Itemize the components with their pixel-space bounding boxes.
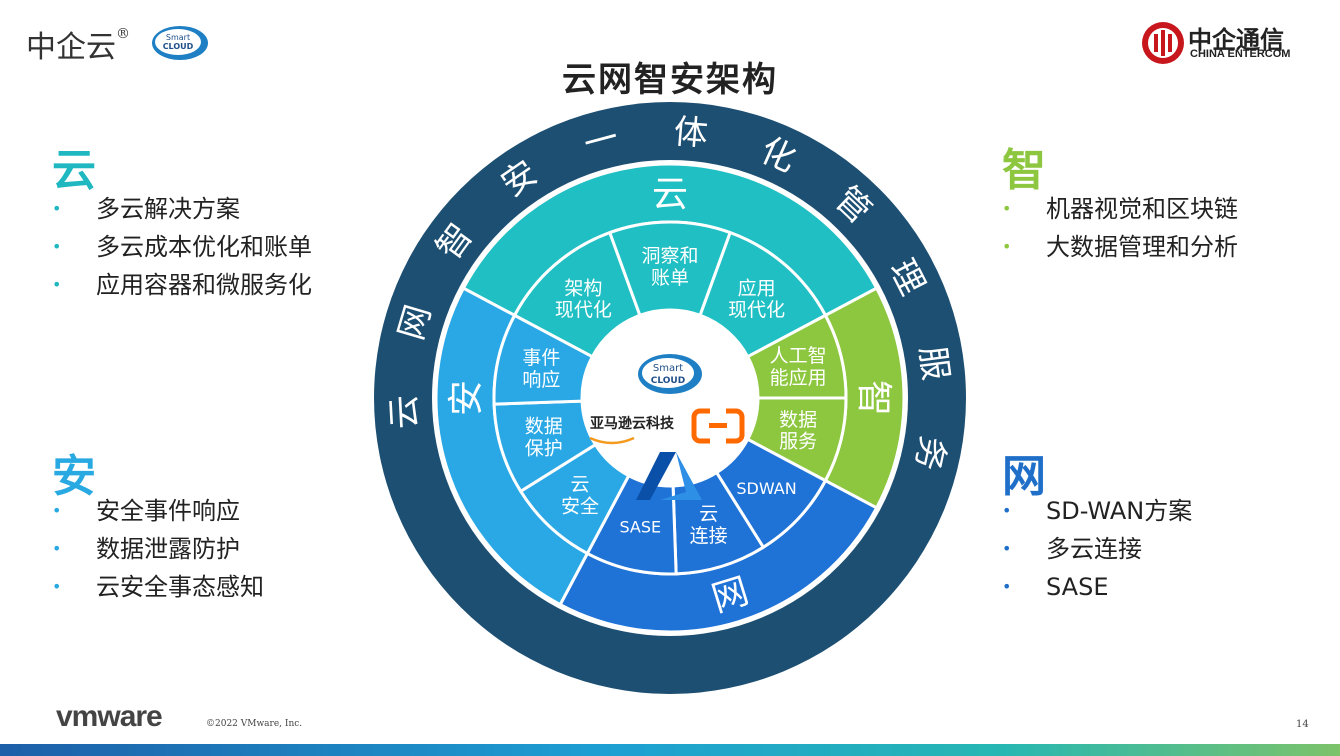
segment-label-s7: 云: [699, 503, 718, 525]
list-item: 应用容器和微服务化: [52, 266, 312, 304]
list-item: 大数据管理和分析: [1002, 228, 1238, 266]
segment-label-s10: 数据: [525, 416, 563, 438]
segment-label-s9: 安全: [561, 495, 599, 517]
segment-label-s4: 能应用: [770, 367, 827, 389]
center-smart-line2: CLOUD: [651, 376, 685, 386]
segment-label-s4: 人工智: [770, 345, 827, 367]
segment-label-s6: SDWAN: [736, 479, 796, 498]
list-item: 机器视觉和区块链: [1002, 190, 1238, 228]
list-item: SD-WAN方案: [1002, 492, 1192, 530]
segment-label-s5: 数据: [779, 409, 817, 431]
page-number: 14: [1296, 719, 1309, 730]
segment-label-s2: 账单: [651, 267, 689, 289]
bottom-gradient-bar: [0, 744, 1340, 756]
outer-ring-char: 务: [907, 432, 953, 474]
aliyun-icon: [691, 405, 745, 447]
china-entercom-en: CHINA ENTERCOM: [1190, 48, 1291, 60]
smart-cloud-logo: Smart CLOUD: [152, 26, 208, 60]
segment-label-s11: 响应: [522, 369, 560, 391]
svg-text:CLOUD: CLOUD: [163, 42, 194, 51]
segment-label-s10: 保护: [525, 437, 563, 459]
segment-label-s3: 现代化: [728, 299, 785, 321]
segment-label-s5: 服务: [779, 431, 817, 453]
list-item: SASE: [1002, 568, 1192, 606]
outer-ring-char: 服: [911, 344, 955, 383]
aws-smile-icon: [589, 436, 635, 445]
svg-text:Smart: Smart: [166, 33, 190, 42]
wang-list: SD-WAN方案 多云连接 SASE: [1002, 492, 1192, 606]
segment-label-s1: 现代化: [555, 299, 612, 321]
center-logos: Smart CLOUD 亚马逊云科技: [589, 354, 745, 500]
sector-label-cloud: 云: [652, 174, 688, 215]
segment-label-s7: 连接: [690, 525, 728, 547]
list-item: 云安全事态感知: [52, 568, 264, 606]
an-list: 安全事件响应 数据泄露防护 云安全事态感知: [52, 492, 264, 606]
center-smart-line1: Smart: [653, 363, 683, 374]
brand-text: 中企云®: [26, 26, 130, 65]
list-item: 多云解决方案: [52, 190, 312, 228]
zhi-list: 机器视觉和区块链 大数据管理和分析: [1002, 190, 1238, 266]
list-item: 安全事件响应: [52, 492, 264, 530]
section-head-cloud: 云: [52, 145, 96, 196]
segment-label-s3: 应用: [738, 277, 776, 299]
china-entercom-logo-icon: [1142, 22, 1184, 64]
azure-icon: [636, 452, 702, 500]
section-head-zhi: 智: [1002, 145, 1046, 196]
list-item: 数据泄露防护: [52, 530, 264, 568]
copyright: ©2022 VMware, Inc.: [206, 719, 303, 729]
page-title: 云网智安架构: [562, 60, 778, 100]
segment-label-s9: 云: [570, 473, 589, 495]
list-item: 多云连接: [1002, 530, 1192, 568]
outer-ring-char: 云: [384, 394, 426, 430]
sector-label-zhi: 智: [853, 380, 894, 416]
sector-label-an: 安: [446, 380, 487, 416]
china-entercom-cn: 中企通信: [1188, 26, 1284, 54]
segment-label-s8: SASE: [619, 517, 661, 536]
outer-ring-char: 体: [672, 112, 709, 155]
cloud-list: 多云解决方案 多云成本优化和账单 应用容器和微服务化: [52, 190, 312, 304]
segment-label-s2: 洞察和: [641, 245, 698, 267]
list-item: 多云成本优化和账单: [52, 228, 312, 266]
segment-label-s11: 事件: [522, 347, 560, 369]
aws-label: 亚马逊云科技: [590, 415, 675, 432]
vmware-logo: vmware: [56, 700, 163, 733]
segment-label-s1: 架构: [564, 277, 602, 299]
